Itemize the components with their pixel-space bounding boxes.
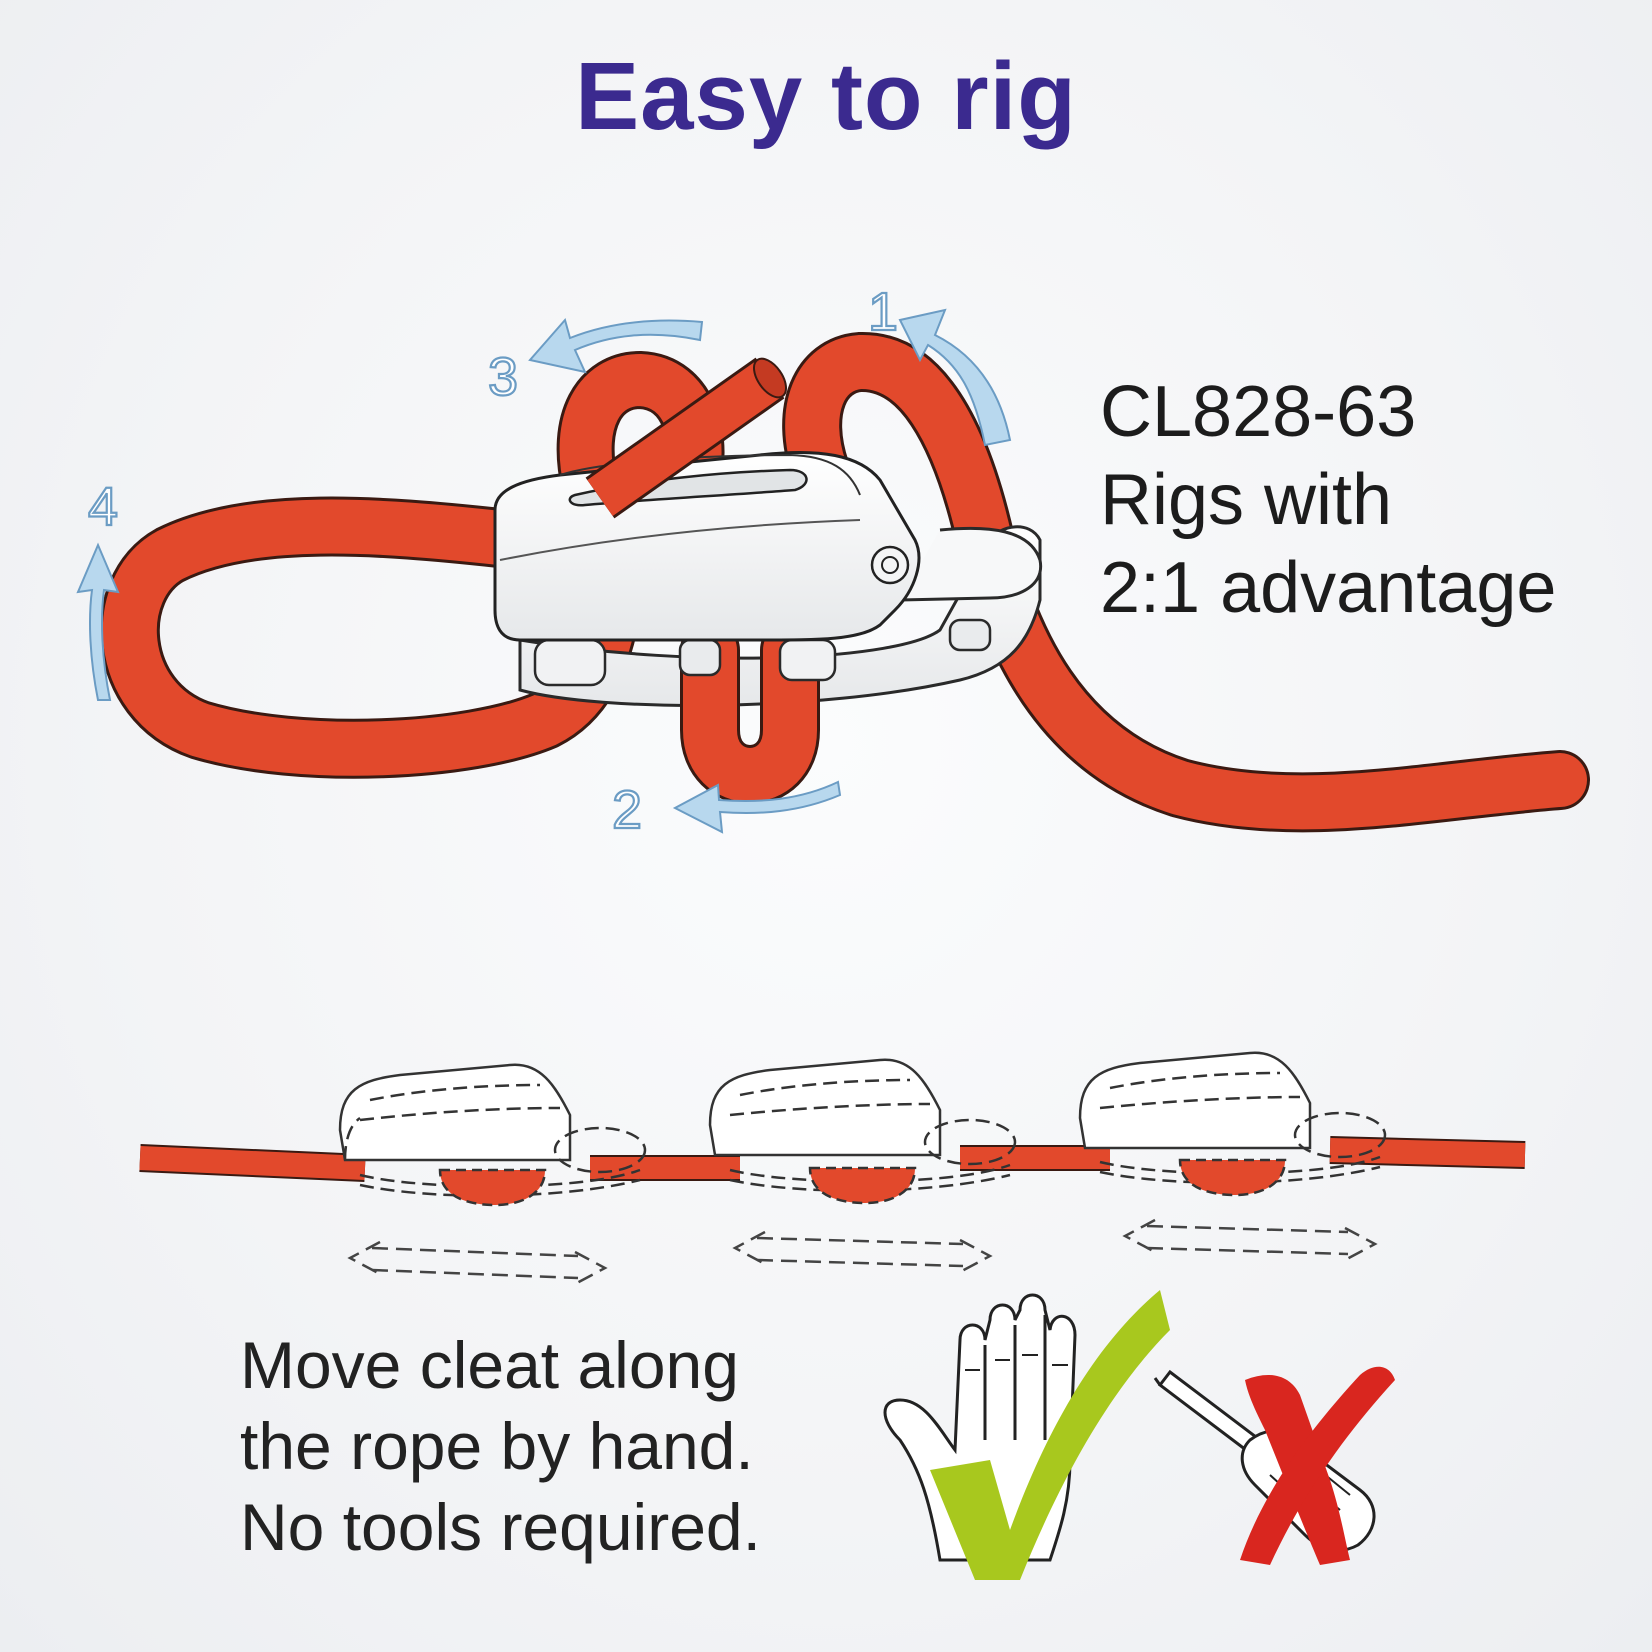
sliding-cleats-row — [139, 1051, 1526, 1286]
step-1-label: 1 — [868, 282, 898, 342]
step-1-arrow — [898, 308, 1012, 447]
instruction-line3: No tools required. — [240, 1490, 761, 1564]
rope-segment — [139, 1146, 366, 1180]
step-3-arrow — [528, 317, 704, 374]
instructions-text: Move cleat along the rope by hand. No to… — [240, 1325, 761, 1568]
step-4-label: 4 — [88, 477, 118, 537]
step-2-label: 2 — [612, 780, 642, 840]
dashed-cleat — [708, 1058, 1017, 1192]
step-2-arrow — [672, 780, 842, 834]
step-3-label: 3 — [488, 347, 518, 407]
model-description: CL828-63 Rigs with 2:1 advantage — [1100, 368, 1556, 632]
instruction-line2: the rope by hand. — [240, 1409, 754, 1483]
cross-mark-icon — [1240, 1366, 1395, 1565]
step-4-arrow — [76, 542, 120, 701]
screw-head — [870, 545, 910, 585]
move-arrow — [1122, 1218, 1378, 1262]
rope-segment — [1329, 1138, 1526, 1167]
check-mark-icon — [930, 1290, 1170, 1580]
instruction-line1: Move cleat along — [240, 1328, 739, 1402]
page-title: Easy to rig — [575, 43, 1077, 150]
top-rigging-illustration — [99, 332, 1590, 833]
model-label: CL828-63 — [1100, 372, 1417, 452]
step-arrows: 1 2 3 4 — [76, 281, 1012, 841]
rig-text-line2: 2:1 advantage — [1100, 548, 1557, 628]
rig-text-line1: Rigs with — [1100, 460, 1393, 540]
dashed-cleat — [1078, 1051, 1387, 1184]
move-arrow — [732, 1230, 993, 1274]
move-arrow — [347, 1240, 608, 1286]
